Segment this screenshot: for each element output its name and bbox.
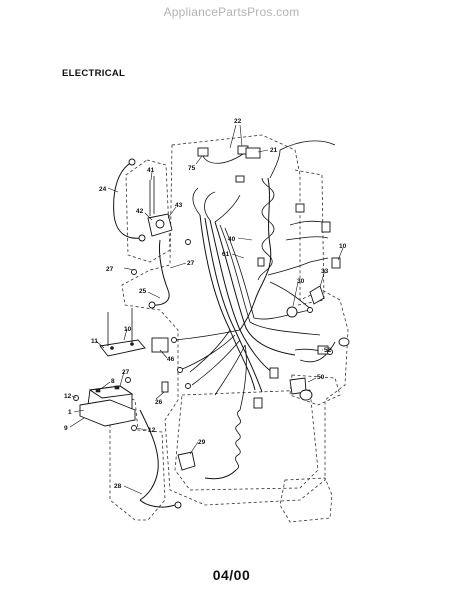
- ignition-switch-icon: [197, 145, 261, 164]
- relay-icon: [177, 451, 196, 471]
- switch-icon: [331, 257, 341, 269]
- callout-label: 25: [139, 288, 147, 295]
- callout-label: 21: [270, 147, 278, 154]
- battery-icon: [79, 385, 136, 427]
- ring-terminal-icon: [177, 367, 183, 373]
- date-code: 04/00: [212, 567, 251, 583]
- connector-icon: [269, 367, 279, 379]
- lamp-icon: [338, 337, 350, 347]
- callout-label: 40: [228, 236, 236, 243]
- lamp-icon: [299, 389, 313, 401]
- connector-icon: [321, 221, 331, 233]
- callout-label: 50: [317, 374, 325, 381]
- callout-label: 28: [114, 483, 122, 490]
- leader-lines: [69, 124, 344, 495]
- ring-terminal-icon: [174, 501, 182, 509]
- callout-label: 61: [222, 251, 230, 258]
- ring-terminal-icon: [307, 307, 313, 313]
- callout-label: 12: [148, 427, 156, 434]
- callout-label: 1: [68, 409, 72, 416]
- ring-terminal-icon: [131, 269, 137, 275]
- callout-label: 22: [234, 118, 242, 125]
- callout-label: 27: [106, 266, 114, 273]
- callout-label: 9: [64, 425, 68, 432]
- connector-icon: [295, 203, 305, 213]
- callout-label: 41: [147, 167, 155, 174]
- watermark: AppliancePartsPros.com: [163, 5, 300, 19]
- switch-icon: [309, 285, 325, 305]
- callout-label: 46: [167, 356, 175, 363]
- ring-terminal-icon: [131, 425, 137, 431]
- callout-label: 30: [297, 278, 305, 285]
- ring-terminal-icon: [185, 239, 191, 245]
- components: [73, 145, 350, 509]
- connector-icon: [257, 257, 265, 267]
- ring-terminal-icon: [171, 337, 177, 343]
- callout-label: 33: [321, 268, 329, 275]
- callout-label: 27: [187, 260, 195, 267]
- callout-label: 29: [198, 439, 206, 446]
- ring-terminal-icon: [327, 349, 333, 355]
- callout-label: 24: [99, 186, 107, 193]
- callout-label: 26: [155, 399, 163, 406]
- callout-label: 42: [136, 208, 144, 215]
- callout-labels: 22 21 75 24 41 42 43 40 61 27 27 10 33 3…: [64, 118, 347, 490]
- connector-icon: [253, 397, 263, 409]
- connector-icon: [235, 175, 245, 183]
- module-icon: [151, 337, 169, 353]
- ring-terminal-icon: [148, 301, 156, 309]
- battery-cables: [113, 161, 176, 508]
- ring-terminal-icon: [138, 234, 146, 242]
- callout-label: 43: [175, 202, 183, 209]
- callout-label: 8: [111, 378, 115, 385]
- fuse-icon: [161, 381, 169, 393]
- frame-outline: [109, 134, 349, 523]
- solenoid-icon: [147, 176, 173, 237]
- section-title: ELECTRICAL: [62, 68, 126, 79]
- callout-label: 27: [122, 369, 130, 376]
- callout-label: 11: [91, 338, 98, 345]
- ring-terminal-icon: [125, 377, 131, 383]
- switch-icon: [286, 306, 298, 318]
- callout-label: 10: [339, 243, 347, 250]
- ring-terminal-icon: [128, 158, 136, 166]
- callout-label: 12: [64, 393, 72, 400]
- battery-bracket-icon: [99, 308, 146, 357]
- ring-terminal-icon: [185, 383, 191, 389]
- callout-label: 52: [324, 347, 332, 354]
- callout-label: 10: [124, 326, 132, 333]
- callout-label: 75: [188, 165, 196, 172]
